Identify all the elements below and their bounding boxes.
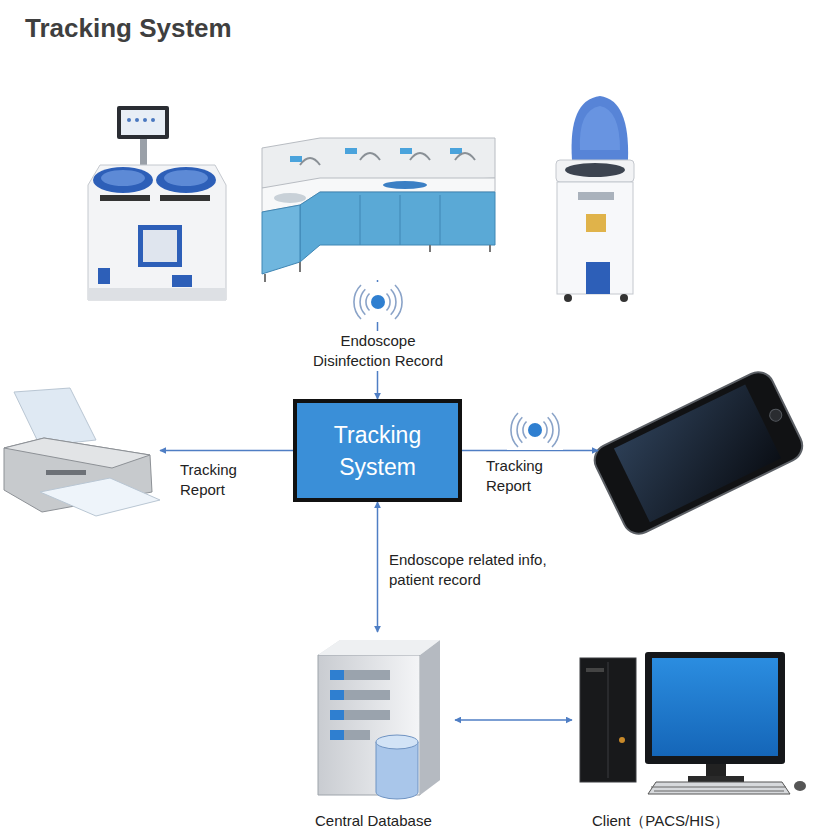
node-caption: Client（PACS/HIS） (592, 812, 729, 830)
edge-label: Endoscope related info, patient record (389, 550, 574, 590)
connector-arrow (377, 502, 379, 632)
client-computer (580, 652, 806, 794)
printer-node (0, 385, 160, 512)
connector-arrow (455, 719, 572, 721)
wifi-symbol (350, 282, 406, 322)
edge-label: Tracking Report (486, 456, 566, 496)
disinfection-equipment (262, 133, 495, 280)
phone-node (598, 383, 798, 518)
node-label: Tracking System (318, 419, 438, 483)
node-caption: Central Database (315, 812, 432, 830)
wifi-symbol (507, 410, 563, 450)
connector-arrow (160, 450, 293, 452)
edge-label: Tracking Report (180, 460, 260, 500)
washer-disinfector (88, 106, 226, 300)
database-server (318, 640, 440, 799)
database-node: Central Database (300, 632, 455, 832)
diagram-title: Tracking System (25, 13, 232, 44)
client-node: Client（PACS/HIS） (572, 648, 813, 832)
washing-sink-station (262, 138, 495, 282)
process-box: Tracking System (293, 399, 462, 502)
edge-label: Endoscope Disinfection Record (308, 331, 448, 371)
smartphone (589, 367, 807, 539)
single-basin-washer (556, 96, 634, 302)
printer (4, 388, 160, 516)
